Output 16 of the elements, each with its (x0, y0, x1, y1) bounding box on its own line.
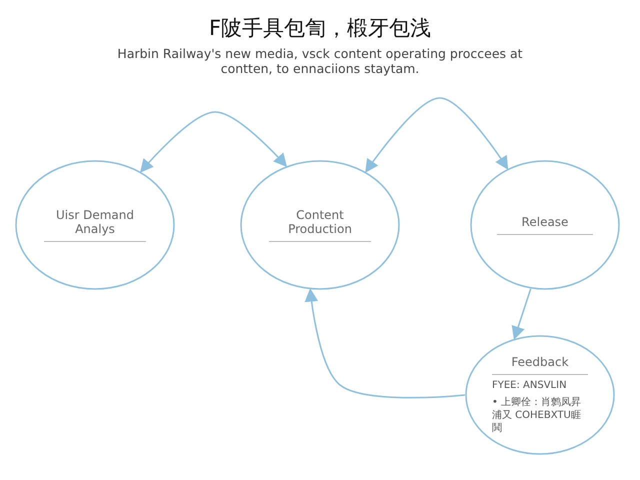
node-text: FYEE: ANSVLIN (492, 379, 568, 392)
process-circle (470, 160, 620, 290)
node-text: • 上卿佺：肖鹩凤昇浦又 COHEBXTU睚鬨 (492, 396, 582, 435)
node-heading: Release (497, 215, 593, 235)
process-circle (465, 335, 615, 455)
node-heading: Uisr Demand Analys (44, 208, 146, 242)
arrow (365, 97, 508, 173)
process-circle (15, 160, 175, 290)
diagram-subtitle: Harbin Railway's new media, vsck content operating proccees at contten, to ennaciions staytam. (116, 46, 524, 76)
arrow (512, 288, 532, 340)
node-heading: Content Production (268, 208, 372, 242)
arrow (140, 111, 288, 173)
node-heading: Feedback (492, 355, 588, 375)
diagram-title: F陂手具包訇，椴牙包浅 (208, 15, 432, 42)
process-circle (240, 160, 400, 290)
arrow (304, 288, 466, 398)
